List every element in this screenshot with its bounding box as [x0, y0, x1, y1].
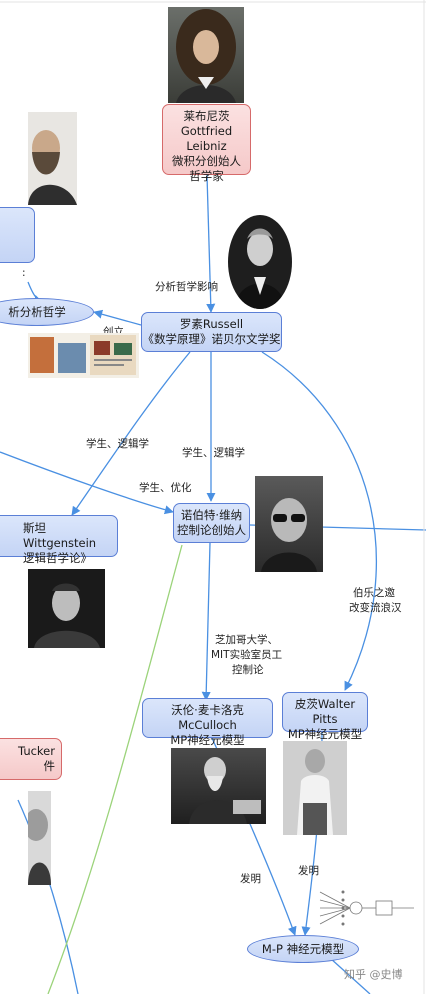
mcculloch-portrait	[171, 748, 266, 824]
wittgenstein-desc: 逻辑哲学论》	[23, 551, 92, 565]
partial-left-portrait	[28, 791, 51, 885]
leibniz-name-zh: 莱布尼茨	[183, 109, 230, 123]
pitts-name: 皮茨Walter Pitts	[294, 697, 356, 726]
pitts-portrait	[283, 741, 347, 835]
pitts-node[interactable]: 皮茨Walter Pitts MP神经元模型	[282, 692, 368, 741]
wittgenstein-node[interactable]: 斯坦Wittgenstein 逻辑哲学论》	[0, 515, 118, 565]
wiener-portrait	[255, 476, 323, 572]
edge-green	[47, 544, 183, 994]
mcculloch-desc: MP神经元模型	[170, 733, 245, 747]
mcculloch-name: 沃伦·麦卡洛克McCulloch	[171, 703, 244, 732]
label-chicago-3: 控制论	[232, 664, 264, 676]
edge-wiener-mcculloch	[201, 542, 211, 701]
label-student-optimize: 学生、优化	[139, 482, 192, 494]
edge-russell-wittgenstein	[71, 351, 191, 516]
label-invited-1: 伯乐之邀	[353, 587, 395, 599]
wittgenstein-portrait	[28, 569, 105, 648]
tucker-name: Tucker	[18, 744, 55, 758]
leibniz-name-en: Gottfried Leibniz	[180, 124, 233, 153]
pitts-desc: MP神经元模型	[287, 727, 363, 741]
tucker-node[interactable]: Tucker 件	[0, 738, 62, 780]
edge-leibniz-russell	[206, 174, 216, 313]
edge-mp-out	[329, 957, 371, 994]
label-student-logic-mid: 学生、逻辑学	[182, 447, 245, 459]
bearded-man-portrait	[28, 112, 77, 205]
label-student-logic-left: 学生、逻辑学	[86, 438, 149, 450]
neuron-diagram	[319, 890, 414, 926]
edge-left-wiener	[0, 451, 174, 515]
wiener-node[interactable]: 诺伯特·维纳 控制论创始人	[173, 503, 250, 543]
label-analysis-influence: 分析哲学影响	[155, 281, 218, 293]
partial-left-node[interactable]	[0, 207, 35, 263]
label-invited-2: 改变流浪汉	[349, 602, 402, 614]
leibniz-portrait	[168, 7, 244, 103]
leibniz-desc-2: 哲学家	[189, 169, 224, 183]
mcculloch-node[interactable]: 沃伦·麦卡洛克McCulloch MP神经元模型	[142, 698, 273, 747]
label-chicago-1: 芝加哥大学、	[215, 634, 278, 646]
russell-node[interactable]: 罗素Russell 《数学原理》诺贝尔文学奖	[141, 312, 282, 352]
leibniz-desc-1: 微积分创始人	[172, 154, 241, 168]
mp-model-label: M-P 神经元模型	[261, 942, 345, 956]
mp-model-node[interactable]: M-P 神经元模型	[247, 935, 359, 963]
edge-russell-pitts	[261, 351, 378, 691]
analytic-philosophy-node[interactable]: 析分析哲学	[0, 298, 94, 326]
russell-portrait	[228, 215, 292, 309]
analytic-philosophy-label: 析分析哲学	[8, 305, 66, 319]
wittgenstein-name: 斯坦Wittgenstein	[23, 521, 97, 550]
tucker-desc: 件	[43, 759, 56, 773]
zhihu-watermark: 知乎 @史博	[344, 968, 403, 981]
wiener-desc: 控制论创始人	[177, 523, 246, 537]
philosophy-books-thumbnail	[28, 333, 139, 378]
label-invent-right: 发明	[298, 865, 319, 877]
partial-left-mark: :	[22, 267, 26, 279]
label-chicago-2: MIT实验室员工	[211, 649, 283, 661]
russell-desc: 《数学原理》诺贝尔文学奖	[142, 332, 281, 346]
russell-name: 罗素Russell	[179, 317, 244, 331]
wiener-name: 诺伯特·维纳	[180, 508, 243, 522]
label-invent-left: 发明	[240, 873, 261, 885]
leibniz-node[interactable]: 莱布尼茨 Gottfried Leibniz 微积分创始人 哲学家	[162, 104, 251, 183]
edge-russell-analytic	[93, 309, 142, 326]
